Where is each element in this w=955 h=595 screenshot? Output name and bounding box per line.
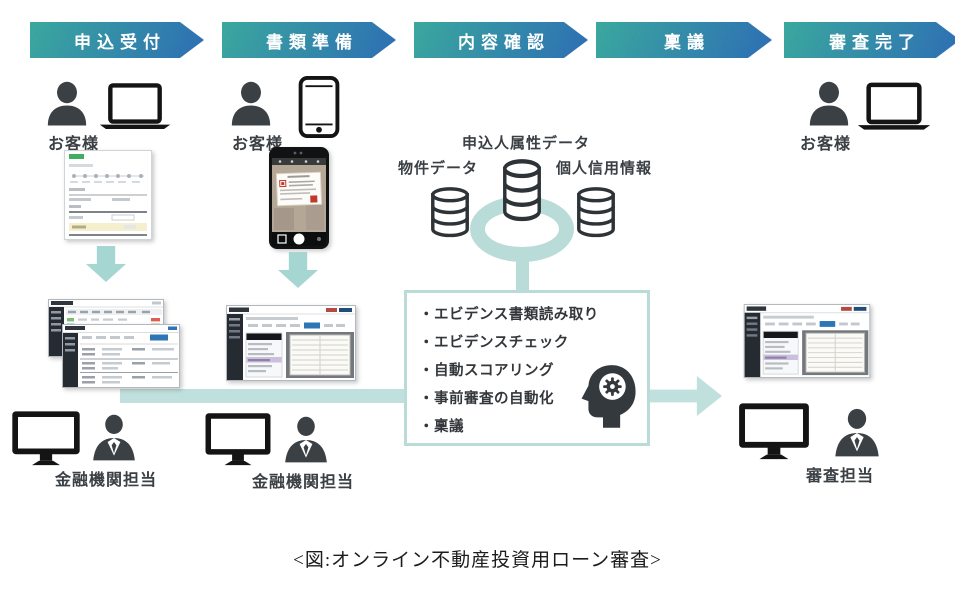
credit-data-label: 個人信用情報 [556,160,653,177]
person-silhouette-icon [806,78,852,130]
stage-banner-approval: 稟議 [596,22,772,58]
down-arrow [86,246,126,282]
stage-banner-application: 申込受付 [30,22,204,58]
smartphone-icon [298,76,340,138]
customer-label-1: お客様 [48,136,100,153]
stage-banner-confirmation: 内容確認 [414,22,588,58]
ai-process-item: ・稟議 [419,419,464,435]
desktop-monitor-icon [10,410,82,466]
web-form-screenshot [64,150,152,240]
phone-camera-screenshot [268,146,330,250]
property-data-label: 物件データ [398,160,479,177]
database-cylinder-icon [500,158,544,222]
ai-process-item: ・事前審査の自動化 [419,391,554,407]
customer-label-5: お客様 [800,136,852,153]
desktop-monitor-icon [204,412,272,466]
flow-arrow-right-head [648,376,722,416]
person-silhouette-icon [228,78,274,130]
stage-label: 申込受付 [74,32,166,52]
ai-process-item: ・エビデンスチェック [419,335,569,351]
business-person-icon [90,412,138,464]
stage-banner-complete: 審査完了 [784,22,955,58]
database-cylinder-icon [428,186,472,238]
desktop-monitor-icon [736,402,812,460]
stage-label: 書類準備 [266,32,358,52]
ring-box-connector [516,256,529,292]
ai-process-list: ・エビデンス書類読み取り ・エビデンスチェック ・自動スコアリング ・事前審査の… [419,301,647,441]
bank-staff-label-1: 金融機関担当 [55,472,158,489]
database-cylinder-icon [574,186,618,238]
document-review-screenshot [742,304,872,378]
ai-process-item: ・自動スコアリング [419,363,554,379]
document-review-screenshot [226,305,356,381]
stage-label: 審査完了 [829,32,921,52]
laptop-icon [98,82,172,132]
down-arrow [278,252,318,288]
bank-staff-label-2: 金融機関担当 [252,474,355,491]
business-person-icon [832,406,882,460]
applicant-data-label: 申込人属性データ [462,135,591,152]
ai-process-item: ・エビデンス書類読み取り [419,307,599,323]
admin-detail-screenshot [62,324,180,388]
person-silhouette-icon [44,78,90,130]
customer-label-2: お客様 [232,136,284,153]
head-with-gear-icon [579,361,639,431]
business-person-icon [282,414,330,466]
laptop-icon [856,82,932,132]
stage-banner-documents: 書類準備 [222,22,396,58]
stage-label: 内容確認 [458,32,550,52]
review-staff-label: 審査担当 [806,468,875,485]
ai-process-box: ・エビデンス書類読み取り ・エビデンスチェック ・自動スコアリング ・事前審査の… [404,290,650,446]
flow-arrow-left-segment [120,389,406,403]
figure-caption: <図:オンライン不動産投資用ローン審査> [293,550,662,571]
stage-label: 稟議 [664,32,710,52]
